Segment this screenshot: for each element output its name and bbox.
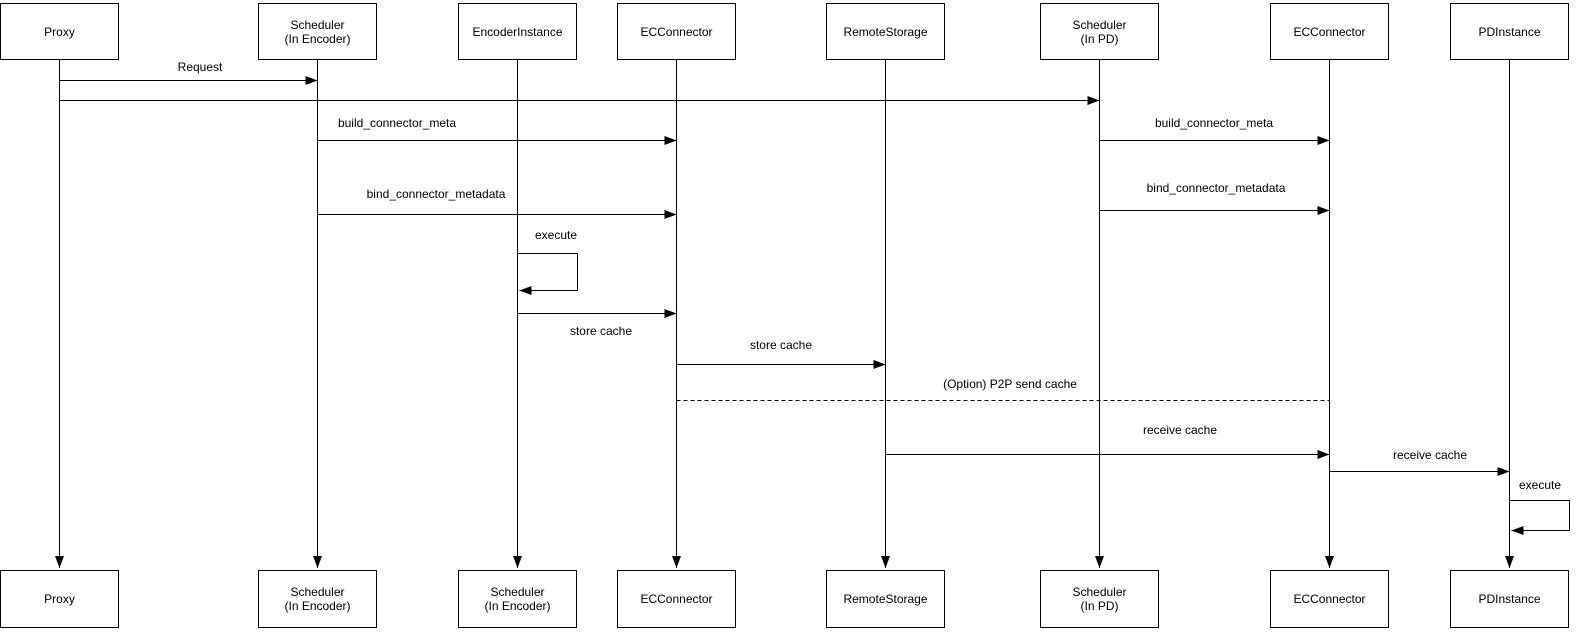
arrow-execute-self-pd (1509, 500, 1570, 535)
actor-label: Scheduler (In PD) (1072, 585, 1127, 613)
actor-label: PDInstance (1478, 24, 1541, 39)
bottom-actor-scheduler-pd: Scheduler (In PD) (1040, 570, 1159, 628)
top-actor-ecconnector-right: ECConnector (1270, 3, 1389, 60)
actor-label: EncoderInstance (472, 24, 563, 39)
actor-label: ECConnector (1293, 24, 1366, 39)
message-label-build-connector-meta-right: build_connector_meta (1152, 116, 1276, 130)
top-actor-encoder-instance: EncoderInstance (458, 3, 577, 60)
bottom-actor-scheduler-encoder: Scheduler (In Encoder) (258, 570, 377, 628)
bottom-actor-scheduler-encoder-2: Scheduler (In Encoder) (458, 570, 577, 628)
actor-label: RemoteStorage (843, 592, 928, 606)
bottom-actor-ecconnector-left: ECConnector (617, 570, 736, 628)
top-actor-scheduler-pd: Scheduler (In PD) (1040, 3, 1159, 60)
actor-label: Scheduler (In Encoder) (284, 585, 351, 613)
arrow-execute-self-encoder (517, 253, 578, 295)
top-actor-ecconnector-left: ECConnector (617, 3, 736, 60)
actor-label: Scheduler (In PD) (1072, 17, 1127, 46)
message-label-receive-cache-1: receive cache (1140, 423, 1220, 437)
actor-label: ECConnector (640, 24, 713, 39)
message-label-store-cache-1: store cache (567, 324, 635, 338)
bottom-actor-ecconnector-right: ECConnector (1270, 570, 1389, 628)
actor-label: Scheduler (In Encoder) (284, 17, 351, 46)
actor-label: Proxy (44, 24, 75, 39)
message-label-bind-connector-metadata-right: bind_connector_metadata (1144, 181, 1288, 195)
bottom-actor-proxy: Proxy (0, 570, 119, 628)
top-actor-pdinstance: PDInstance (1450, 3, 1569, 60)
actor-label: Proxy (44, 592, 75, 606)
message-label-p2p-send-cache: (Option) P2P send cache (941, 377, 1079, 391)
actor-label: ECConnector (640, 592, 713, 606)
message-label-build-connector-meta-left: build_connector_meta (335, 116, 459, 130)
message-label-execute-pd: execute (1516, 478, 1564, 492)
actor-label: RemoteStorage (843, 24, 928, 39)
actor-label: PDInstance (1478, 592, 1541, 606)
top-actor-scheduler-encoder: Scheduler (In Encoder) (258, 3, 377, 60)
message-label-receive-cache-2: receive cache (1390, 448, 1470, 462)
message-label-request: Request (175, 60, 225, 74)
actor-label: ECConnector (1293, 592, 1366, 606)
top-actor-proxy: Proxy (0, 3, 119, 60)
bottom-actor-pdinstance: PDInstance (1450, 570, 1569, 628)
message-label-store-cache-2: store cache (747, 338, 815, 352)
top-actor-remote-storage: RemoteStorage (826, 3, 945, 60)
actor-label: Scheduler (In Encoder) (484, 585, 551, 613)
bottom-actor-remote-storage: RemoteStorage (826, 570, 945, 628)
message-label-bind-connector-metadata-left: bind_connector_metadata (364, 187, 508, 201)
message-label-execute-encoder: execute (532, 228, 580, 242)
